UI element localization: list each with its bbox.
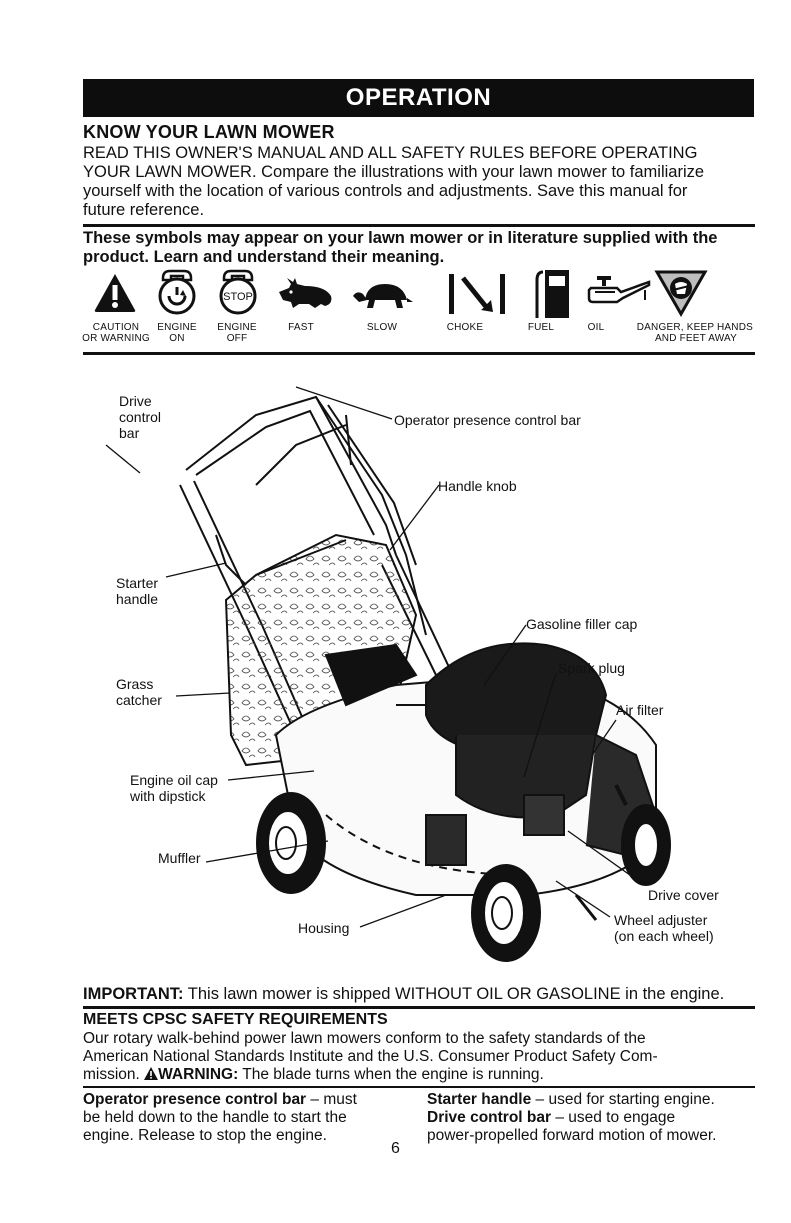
callout-air-filter: Air filter	[616, 702, 664, 718]
important-text: This lawn mower is shipped WITHOUT OIL O…	[183, 985, 725, 1003]
symbol-label-line: ENGINE	[157, 322, 197, 333]
fast-rabbit-icon	[275, 274, 341, 314]
intro-paragraph: READ THIS OWNER'S MANUAL AND ALL SAFETY …	[83, 144, 763, 220]
definition-text: – used to engage	[551, 1109, 676, 1126]
symbol-label-line: OR WARNING	[82, 333, 150, 344]
symbols-heading-line: product. Learn and understand their mean…	[83, 248, 445, 266]
definition-line: Starter handle – used for starting engin…	[427, 1091, 716, 1109]
important-note: IMPORTANT: This lawn mower is shipped WI…	[83, 985, 763, 1004]
mower-drawing	[105, 386, 671, 962]
symbol-label: ENGINE OFF	[211, 322, 263, 344]
callout-line: (on each wheel)	[614, 928, 714, 944]
callout-drive-cover: Drive cover	[648, 887, 719, 903]
symbol-label-line: DANGER, KEEP HANDS	[636, 322, 753, 333]
divider	[83, 1006, 755, 1009]
callout-line: Engine oil cap	[130, 772, 218, 788]
definition-line: be held down to the handle to start the	[83, 1109, 347, 1126]
definition-starter-drive: Starter handle – used for starting engin…	[427, 1091, 716, 1145]
callout-gasoline-cap: Gasoline filler cap	[526, 616, 638, 632]
symbol-label: FAST	[288, 322, 314, 333]
symbol-label: ENGINE ON	[151, 322, 203, 344]
callout-line: handle	[116, 591, 159, 607]
callout-line: bar	[119, 425, 140, 441]
symbol-label-line: OFF	[226, 333, 248, 344]
callout-line: Starter	[116, 575, 159, 591]
definition-line: power-propelled forward motion of mower.	[427, 1127, 717, 1144]
callout-spark-plug: Spark plug	[558, 660, 625, 676]
callout-operator-presence: Operator presence control bar	[394, 412, 581, 428]
symbol-label-line: AND FEET AWAY	[654, 333, 737, 344]
oil-can-icon	[587, 274, 653, 314]
callout-engine-oil-cap: Engine oil cap with dipstick	[130, 772, 218, 804]
important-label: IMPORTANT:	[83, 985, 184, 1003]
definition-line: engine. Release to stop the engine.	[83, 1127, 327, 1144]
symbol-label: SLOW	[366, 322, 398, 333]
divider	[83, 352, 755, 355]
callout-grass-catcher: Grass catcher	[116, 676, 162, 708]
symbol-label: FUEL	[527, 322, 555, 333]
engine-on-icon	[155, 268, 199, 316]
warning-label: WARNING:	[158, 1066, 239, 1083]
keep-hands-away-icon	[653, 268, 709, 318]
slow-turtle-icon	[351, 278, 415, 312]
fuel-pump-icon	[533, 268, 573, 320]
callout-starter-handle: Starter handle	[116, 575, 158, 607]
symbol-label: OIL	[587, 322, 605, 333]
definition-text: – used for starting engine.	[531, 1091, 715, 1108]
stop-glyph: STOP	[223, 291, 253, 303]
mower-illustration: Drive control bar Operator presence cont…	[96, 375, 736, 965]
definition-term: Starter handle	[427, 1091, 532, 1108]
intro-line: YOUR LAWN MOWER. Compare the illustratio…	[83, 163, 705, 181]
definition-line: Drive control bar – used to engage	[427, 1109, 716, 1127]
symbols-heading: These symbols may appear on your lawn mo…	[83, 229, 773, 267]
intro-line: READ THIS OWNER'S MANUAL AND ALL SAFETY …	[83, 144, 698, 162]
choke-icon	[445, 272, 509, 316]
divider	[83, 224, 755, 227]
symbol-label: CHOKE	[446, 322, 484, 333]
section-banner: OPERATION	[83, 79, 754, 117]
cpsc-line: American National Standards Institute an…	[83, 1048, 658, 1065]
intro-line: future reference.	[83, 201, 205, 219]
callout-drive-control-bar: Drive control bar	[119, 393, 161, 441]
callout-muffler: Muffler	[158, 850, 201, 866]
definition-operator-presence: Operator presence control bar – must be …	[83, 1091, 357, 1145]
cpsc-line: Our rotary walk-behind power lawn mowers…	[83, 1030, 646, 1047]
caution-warning-icon	[93, 272, 137, 314]
callout-line: catcher	[116, 692, 162, 708]
symbol-label-line: ON	[169, 333, 185, 344]
definition-text: – must	[306, 1091, 357, 1108]
intro-line: yourself with the location of various co…	[83, 182, 688, 200]
cpsc-paragraph: Our rotary walk-behind power lawn mowers…	[83, 1030, 763, 1085]
cpsc-heading: MEETS CPSC SAFETY REQUIREMENTS	[83, 1011, 388, 1028]
callout-handle-knob: Handle knob	[438, 478, 517, 494]
callout-line: Drive	[119, 393, 152, 409]
warning-icon	[144, 1067, 159, 1085]
symbol-label-line: CAUTION	[92, 322, 140, 333]
callout-line: control	[119, 409, 162, 425]
symbols-heading-line: These symbols may appear on your lawn mo…	[83, 229, 718, 247]
definition-term: Drive control bar	[427, 1109, 552, 1126]
symbol-label: CAUTION OR WARNING	[81, 322, 151, 344]
callout-housing: Housing	[298, 920, 350, 936]
symbol-label: DANGER, KEEP HANDS AND FEET AWAY	[609, 322, 759, 344]
callout-wheel-adjuster: Wheel adjuster (on each wheel)	[614, 912, 714, 944]
cpsc-line: mission. WARNING: The blade turns when t…	[83, 1066, 763, 1085]
cpsc-suffix: The blade turns when the engine is runni…	[238, 1066, 544, 1083]
know-heading: KNOW YOUR LAWN MOWER	[83, 122, 335, 142]
safety-symbol-row: STOP	[81, 269, 773, 347]
engine-off-icon: STOP	[215, 268, 261, 316]
callout-line: with dipstick	[130, 788, 206, 804]
cpsc-prefix: mission.	[83, 1066, 145, 1083]
callout-line: Wheel adjuster	[614, 912, 708, 928]
definition-line: Operator presence control bar – must	[83, 1091, 357, 1109]
page-number: 6	[391, 1140, 400, 1157]
definition-term: Operator presence control bar	[83, 1091, 307, 1108]
symbol-label-line: ENGINE	[217, 322, 257, 333]
callout-line: Grass	[116, 676, 154, 692]
divider	[83, 1086, 755, 1088]
